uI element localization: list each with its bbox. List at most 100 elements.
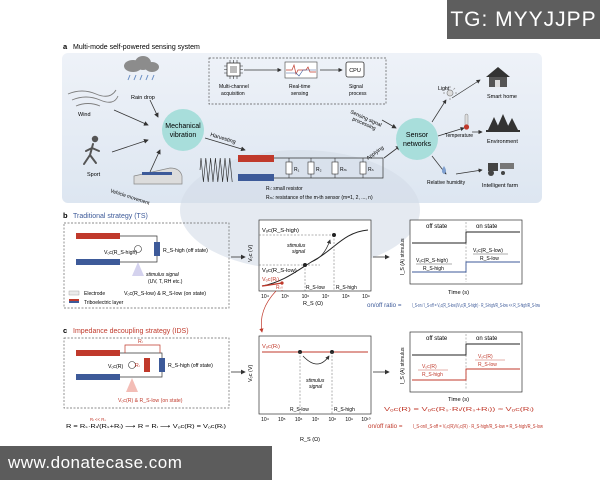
- train-icon: [133, 167, 183, 185]
- ts-to-ids-arrow: [259, 290, 277, 333]
- harvesting-arrow: [204, 137, 246, 152]
- panel-a-background: [62, 53, 542, 203]
- chip-step-3b: process: [349, 91, 367, 97]
- processing-arrow: [381, 119, 397, 129]
- wind-icon: [67, 89, 119, 107]
- ids-graph-xlabel: R_S (Ω): [300, 437, 320, 443]
- chip-icon: [224, 60, 243, 79]
- panel-b: b Traditional strategy (TS) Vₒc(R_S-high…: [63, 211, 540, 309]
- ts-source: [134, 245, 142, 253]
- ids-ratio-label: on/off ratio =: [368, 423, 403, 430]
- ts-stimulus-2: (UV, T, RH etc.): [148, 279, 183, 285]
- ts-stimulus-icon: [132, 262, 144, 276]
- chip-step-2b: sensing: [291, 91, 308, 97]
- signal-chain-box: [208, 57, 387, 105]
- ids-tick-2: 10⁶: [295, 417, 303, 423]
- mechanical-vibration-hub: [162, 109, 204, 151]
- thermometer-icon: [463, 113, 470, 130]
- ts-frac-off-num: Vₒc(R_S-high): [416, 258, 448, 264]
- ids-label-rl-top: Rₗ: [138, 339, 143, 345]
- panel-a-letter: a: [63, 42, 68, 51]
- ids-stimulus-step: [412, 343, 520, 356]
- ts-graph-xlabel: R_S (Ω): [303, 301, 323, 307]
- ts-time-ylabel: I_S (A) stimulus: [400, 238, 406, 275]
- chip-step-3a: Signal: [349, 84, 363, 90]
- ts-ann-rl: Rₗ: [276, 285, 281, 291]
- ids-bottom-electrode: [76, 374, 120, 380]
- ts-tick-5: 10⁹: [362, 294, 370, 300]
- legend-electrode-swatch: [68, 290, 80, 296]
- applying-arrow: [383, 145, 401, 159]
- legend-rl: Rₗ: small resistor: [266, 186, 303, 192]
- house-icon: [486, 67, 510, 87]
- ids-rl-resistor: [144, 358, 150, 372]
- ids-frac-off-num: Vₒc(R): [422, 364, 437, 370]
- ts-tick-3: 10⁷: [322, 294, 330, 300]
- legend-electrode: Electrode: [84, 291, 105, 297]
- ids-tick-4: 10⁸: [328, 417, 336, 423]
- ts-tick-2: 10⁶: [302, 294, 310, 300]
- ids-source: [128, 361, 136, 369]
- chip-step-2a: Real-time: [289, 84, 311, 90]
- runner-icon: [83, 135, 100, 165]
- ts-ann-rs-high: R_S-high: [336, 285, 357, 291]
- cpu-icon: CPU: [345, 61, 365, 78]
- ids-time-ylabel: I_S (A) stimulus: [400, 347, 406, 384]
- ts-tick-0: 10⁴: [261, 294, 269, 300]
- rain-cloud-icon: [124, 56, 159, 81]
- ids-frac-off-den: R_S-high: [422, 372, 443, 378]
- sensor-hub-line-1: Sensor: [406, 132, 429, 139]
- legend-rm: Rₘ: resistance of the m-th sensor (m=1, …: [266, 195, 373, 201]
- ac-waveform: [199, 157, 233, 183]
- panel-c-letter: c: [63, 326, 67, 335]
- ids-ann-rs-high: R_S-high: [334, 407, 355, 413]
- ts-tick-1: 10⁵: [281, 294, 289, 300]
- light-icon: [443, 86, 457, 100]
- ids-parallel-wire: [124, 344, 161, 353]
- ts-point-rl: [280, 281, 284, 285]
- ids-tick-3: 10⁷: [312, 417, 320, 423]
- sensing-plot-icon: [284, 61, 318, 79]
- watermark-bottom: www.donatecase.com: [0, 446, 272, 480]
- panel-c-box: [63, 337, 230, 409]
- humidity-drop-icon: [442, 166, 446, 174]
- ids-stimulus-icon: [126, 378, 138, 392]
- ids-tick-0: 10⁴: [261, 417, 269, 423]
- ids-ratio-expr: I_S-on/I_S-off = Vₒc(R)/Vₒc(R) · R_S-hig…: [413, 424, 543, 430]
- ids-on-state: Vₒc(R) & R_S-low (on state): [118, 398, 183, 404]
- ts-frac-off-den: R_S-high: [423, 266, 444, 272]
- legend-tribo-swatch-2: [69, 301, 79, 303]
- ids-label-rl: Rₗ: [135, 363, 140, 369]
- ts-time-xlabel: Time (s): [448, 290, 469, 296]
- ids-current-step: [412, 368, 520, 381]
- ts-voc-high: Vₒc(R_S-high): [104, 250, 137, 256]
- ids-ann-voc-rl: Vₒc(Rₗ): [262, 344, 280, 350]
- ids-graph-ylabel: Vₒc (V): [248, 364, 254, 382]
- ts-time-on: on state: [476, 224, 498, 230]
- trees-icon: [486, 114, 520, 132]
- ts-ann-voc-low: Vₒc(R_S-low): [262, 268, 297, 274]
- sensor-networks-hub: [396, 118, 438, 160]
- ts-time-off: off state: [426, 224, 448, 230]
- watermark-top: TG: MYYJJPP: [447, 0, 600, 39]
- ts-ann-rs-low: R_S-low: [306, 285, 325, 291]
- ts-frac-on-den: R_S-low: [480, 256, 499, 262]
- ids-eq1-note: Rₗ << Rₛ: [90, 417, 106, 422]
- source-sport: Sport: [87, 172, 101, 178]
- ts-point-low: [303, 263, 307, 267]
- ids-label-rs-high: R_S-high (off state): [168, 363, 213, 369]
- ids-stimulus-arrow: [302, 355, 330, 365]
- legend-tribo-swatch-1: [69, 299, 79, 301]
- ids-eq2: Vₒc(R) = Vₒc(Rₛ·Rₗ/(Rₛ+Rₗ)) ≈ Vₒc(Rₗ): [384, 407, 534, 413]
- panel-c: c Impedance decoupling strategy (IDS) Rₗ…: [63, 290, 543, 443]
- resistor-r2: R₂: [316, 167, 322, 173]
- ts-bottom-electrode: [76, 259, 120, 265]
- ts-graph-ylabel: Vₒc (V): [248, 244, 254, 262]
- ts-ratio-expr: I_S-on / I_S-off = Vₒc(R_S-low)/Vₒc(R_S-…: [412, 303, 540, 309]
- ts-frac-on-num: Vₒc(R_S-low): [473, 248, 503, 254]
- ids-frac-on-num: Vₒc(R): [478, 354, 493, 360]
- ids-time-on: on state: [476, 336, 498, 342]
- source-rain: Rain drop: [131, 95, 155, 101]
